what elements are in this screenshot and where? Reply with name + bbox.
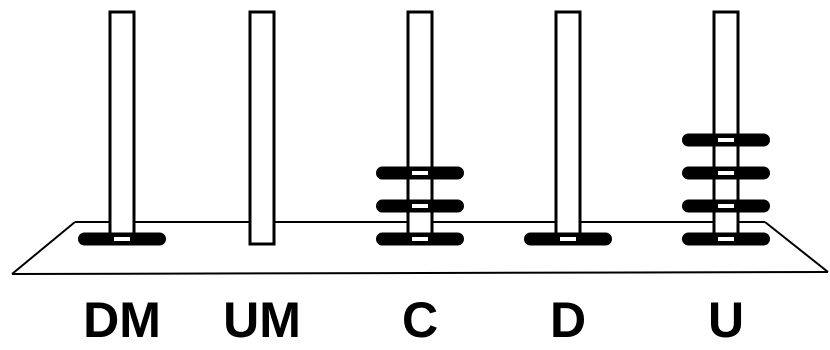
bead-dm-1-hole (114, 237, 130, 241)
rod-label-dm: DM (83, 292, 161, 348)
rod-label-um: UM (223, 292, 301, 348)
bead-u-4-hole (718, 138, 734, 142)
rod-u (682, 10, 770, 246)
rod-label-c: C (401, 292, 439, 348)
bead-u-2-hole (718, 204, 734, 208)
bead-u-1-hole (718, 237, 734, 241)
bead-d-1-hole (560, 237, 576, 241)
bead-u-3-hole (718, 171, 734, 175)
rod-dm (78, 10, 166, 246)
rod-label-u: U (707, 292, 745, 348)
rod-label-d: D (549, 292, 587, 348)
bead-c-3-hole (412, 171, 428, 175)
rod-dm-stick (108, 10, 136, 246)
rod-d (524, 10, 612, 246)
rod-um-stick (248, 10, 276, 246)
bead-c-1-hole (412, 237, 428, 241)
rod-d-stick (554, 10, 582, 246)
rod-c (376, 10, 464, 246)
rod-um (248, 10, 276, 246)
bead-c-2-hole (412, 204, 428, 208)
